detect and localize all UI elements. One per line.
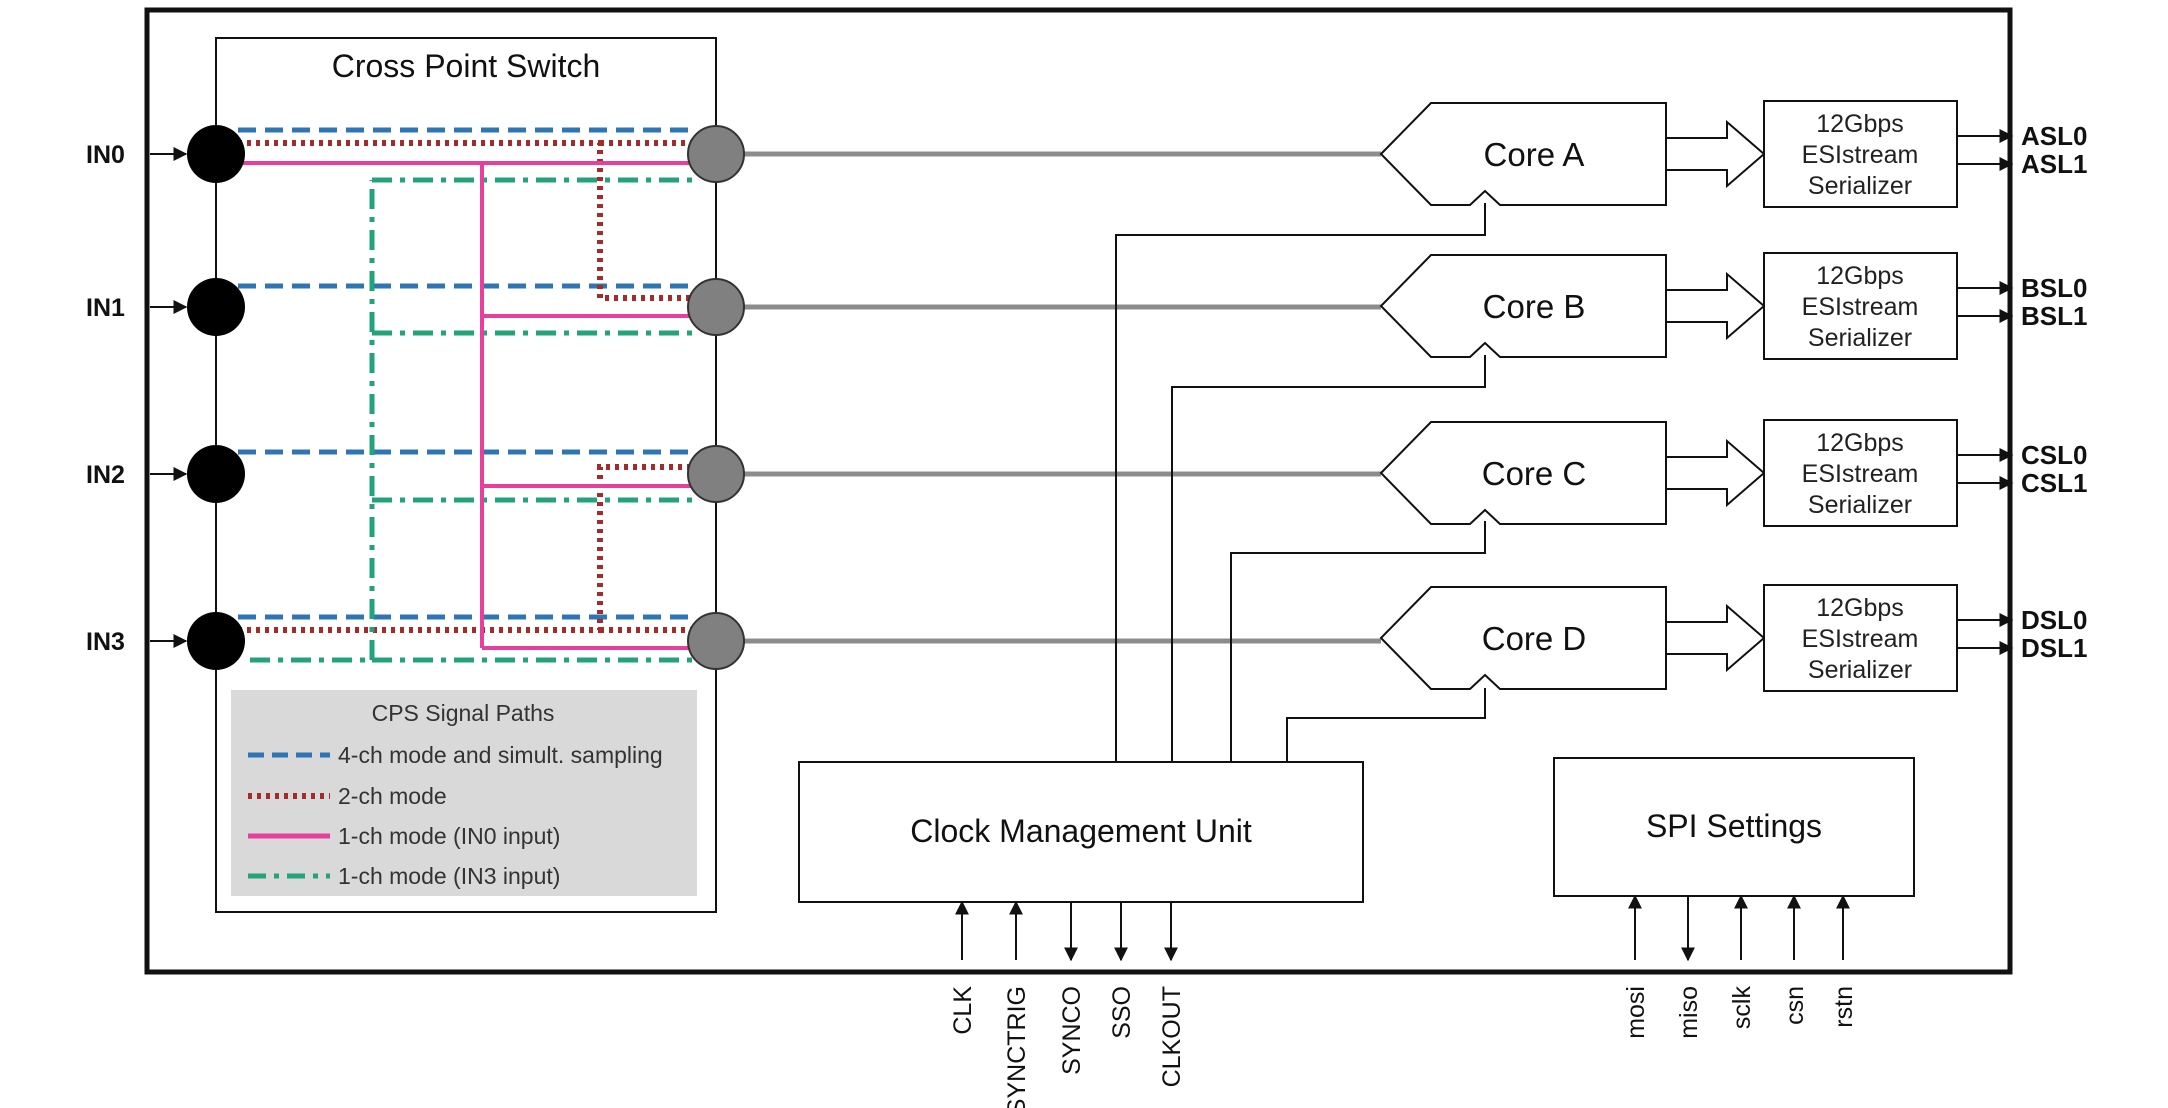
cmu-pin-label-2: SYNCO xyxy=(1058,986,1086,1075)
legend-box xyxy=(231,690,697,896)
serializer-line-2-1: ESIstream xyxy=(1802,460,1919,488)
cmu-pin-label-0: CLK xyxy=(949,986,977,1035)
serial-lane-label-0-0: ASL0 xyxy=(2021,121,2087,151)
clock-routing xyxy=(1115,203,1486,762)
serial-lane-label-1-1: BSL1 xyxy=(2021,301,2087,331)
spi-pin-label-0: mosi xyxy=(1622,986,1650,1039)
core-to-serializer-arrow-1 xyxy=(1665,271,1766,341)
core-to-serializer-arrow-3 xyxy=(1665,603,1766,673)
legend-label-0: 4-ch mode and simult. sampling xyxy=(338,742,663,768)
cmu-pin-label-4: CLKOUT xyxy=(1158,986,1186,1087)
core-shape-1 xyxy=(1379,254,1667,358)
path-1ch-in3-green xyxy=(250,177,695,663)
serializer-line-1-2: Serializer xyxy=(1808,324,1912,352)
serializer-box-3 xyxy=(1763,584,1958,692)
serializer-line-1-1: ESIstream xyxy=(1802,293,1919,321)
core-label-1: Core B xyxy=(1483,288,1586,325)
clock-management-unit-box xyxy=(798,761,1364,903)
cmu-pin-label-1: SYNCTRIG xyxy=(1003,986,1031,1108)
input-node-0 xyxy=(187,125,245,183)
serializer-line-3-1: ESIstream xyxy=(1802,625,1919,653)
serializer-line-1-0: 12Gbps xyxy=(1816,262,1904,290)
serializer-line-0-0: 12Gbps xyxy=(1816,110,1904,138)
core-to-serializer-arrow-0 xyxy=(1665,119,1766,189)
serial-lane-label-3-0: DSL0 xyxy=(2021,605,2087,635)
serializer-line-2-2: Serializer xyxy=(1808,491,1912,519)
spi-pin-label-3: csn xyxy=(1781,986,1809,1025)
spi-pin-label-2: sclk xyxy=(1728,986,1756,1030)
spi-pin-label-4: rstn xyxy=(1830,986,1858,1028)
serial-lane-label-0-1: ASL1 xyxy=(2021,149,2087,179)
serializer-line-0-1: ESIstream xyxy=(1802,141,1919,169)
input-label-0: IN0 xyxy=(86,141,125,169)
cmu-label: Clock Management Unit xyxy=(910,813,1252,849)
chip-boundary xyxy=(144,7,2013,975)
core-to-serializer-arrow-2 xyxy=(1665,438,1766,508)
core-shape-0 xyxy=(1379,102,1667,206)
core-shape-2 xyxy=(1379,421,1667,525)
legend-label-2: 1-ch mode (IN0 input) xyxy=(338,823,560,849)
core-label-2: Core C xyxy=(1482,455,1587,492)
serializer-line-0-2: Serializer xyxy=(1808,172,1912,200)
serializer-box-1 xyxy=(1763,252,1958,360)
serializer-box-2 xyxy=(1763,419,1958,527)
core-shape-3 xyxy=(1379,586,1667,690)
legend-title: CPS Signal Paths xyxy=(372,700,555,726)
input-label-1: IN1 xyxy=(86,294,125,322)
serial-lane-label-3-1: DSL1 xyxy=(2021,633,2087,663)
path-4ch-blue xyxy=(238,127,695,620)
cps-output-node-1 xyxy=(687,278,745,336)
input-label-3: IN3 xyxy=(86,628,125,656)
serializer-line-3-0: 12Gbps xyxy=(1816,594,1904,622)
input-node-3 xyxy=(187,612,245,670)
cps-output-node-3 xyxy=(687,612,745,670)
cps-output-node-2 xyxy=(687,445,745,503)
input-label-2: IN2 xyxy=(86,461,125,489)
legend-label-3: 1-ch mode (IN3 input) xyxy=(338,863,560,889)
serial-lane-label-1-0: BSL0 xyxy=(2021,273,2087,303)
path-2ch-red xyxy=(238,140,695,633)
cps-title: Cross Point Switch xyxy=(332,48,601,84)
serial-lane-label-2-1: CSL1 xyxy=(2021,468,2087,498)
cmu-pin-label-3: SSO xyxy=(1108,986,1136,1039)
cps-output-node-0 xyxy=(687,125,745,183)
serializer-line-2-0: 12Gbps xyxy=(1816,429,1904,457)
core-label-0: Core A xyxy=(1484,136,1585,173)
core-label-3: Core D xyxy=(1482,620,1587,657)
serializer-line-3-2: Serializer xyxy=(1808,656,1912,684)
serial-lane-label-2-0: CSL0 xyxy=(2021,440,2087,470)
serializer-box-0 xyxy=(1763,100,1958,208)
legend-label-1: 2-ch mode xyxy=(338,783,447,809)
input-node-1 xyxy=(187,278,245,336)
spi-label: SPI Settings xyxy=(1646,808,1822,844)
path-1ch-in0-pink xyxy=(238,161,695,650)
spi-pin-label-1: miso xyxy=(1675,986,1703,1039)
input-node-2 xyxy=(187,445,245,503)
